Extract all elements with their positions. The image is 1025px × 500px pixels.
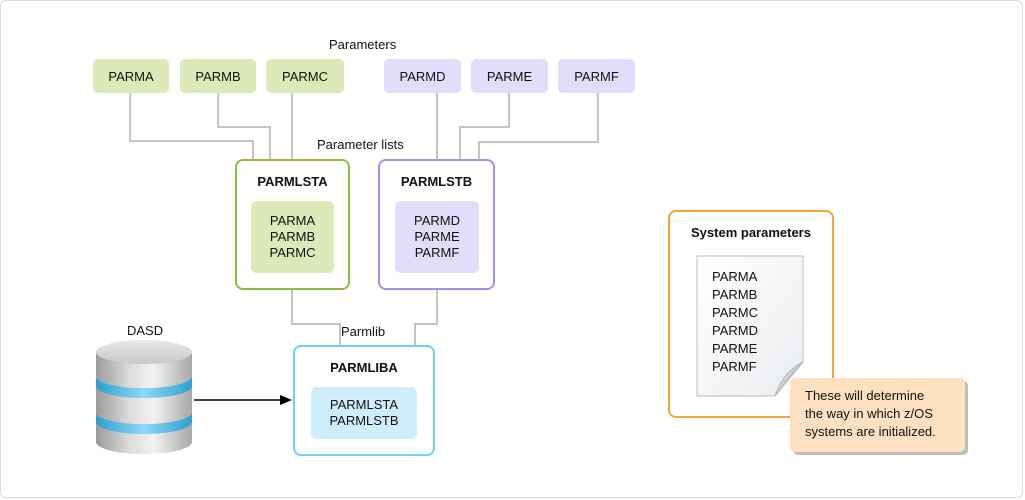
callout-line: systems are initialized. xyxy=(805,424,936,439)
parmlsta-item: PARMC xyxy=(269,245,316,260)
parmlstb-title: PARMLSTB xyxy=(400,174,473,189)
system-parameter-item: PARMA xyxy=(712,269,758,284)
system-parameters-title: System parameters xyxy=(691,225,811,240)
parameter-parmd: PARMD xyxy=(384,59,461,93)
callout-line: These will determine xyxy=(805,388,925,403)
parmlib-label: Parmlib xyxy=(341,324,386,339)
system-parameter-item: PARMC xyxy=(712,305,758,320)
dasd-disk-icon xyxy=(96,340,192,454)
parmlstb-item: PARMD xyxy=(414,213,460,228)
parameter-parma: PARMA xyxy=(93,59,169,93)
connector-parma xyxy=(129,92,254,159)
parmlsta-item: PARMA xyxy=(269,213,316,228)
connector-parmlsta-parmliba xyxy=(291,289,341,346)
parmlsta-list: PARMA PARMB PARMC xyxy=(251,201,334,273)
system-parameter-item: PARMD xyxy=(712,323,758,338)
parmlsta-box: PARMLSTA PARMA PARMB PARMC xyxy=(235,159,350,290)
system-parameter-item: PARME xyxy=(712,341,758,356)
parmlsta-title: PARMLSTA xyxy=(257,174,328,189)
dasd-arrow-head xyxy=(280,395,292,405)
system-parameter-item: PARMF xyxy=(712,359,757,374)
connector-parmlstb-parmliba xyxy=(414,289,438,346)
system-parameter-item: PARMB xyxy=(712,287,758,302)
system-parameters-list: PARMA PARMB PARMC PARMD PARME PARMF xyxy=(712,268,758,376)
parmliba-list: PARMLSTA PARMLSTB xyxy=(311,387,417,439)
dasd-label: DASD xyxy=(127,323,164,338)
parmlstb-item: PARME xyxy=(414,229,460,244)
parmlstb-list: PARMD PARME PARMF xyxy=(395,201,479,273)
parmlstb-box: PARMLSTB PARMD PARME PARMF xyxy=(378,159,495,290)
parmliba-item: PARMLSTA xyxy=(329,397,399,412)
parameter-parme: PARME xyxy=(471,59,548,93)
parmliba-title: PARMLIBA xyxy=(330,360,398,375)
parmliba-box: PARMLIBA PARMLSTA PARMLSTB xyxy=(293,345,435,456)
document-icon xyxy=(696,255,804,397)
parameters-label: Parameters xyxy=(329,37,397,52)
callout-note: These will determine the way in which z/… xyxy=(790,378,965,452)
parameter-parmf: PARMF xyxy=(558,59,635,93)
connector-parmb xyxy=(217,92,271,159)
callout-line: the way in which z/OS xyxy=(805,406,933,421)
parmliba-item: PARMLSTB xyxy=(329,413,399,428)
parmlsta-item: PARMB xyxy=(269,229,316,244)
connector-parme xyxy=(459,92,510,159)
parameter-parmc: PARMC xyxy=(266,59,344,93)
parmlstb-item: PARMF xyxy=(414,245,460,260)
connector-parmf xyxy=(478,92,599,159)
parameter-parmb: PARMB xyxy=(180,59,256,93)
parameter-lists-label: Parameter lists xyxy=(317,137,404,152)
